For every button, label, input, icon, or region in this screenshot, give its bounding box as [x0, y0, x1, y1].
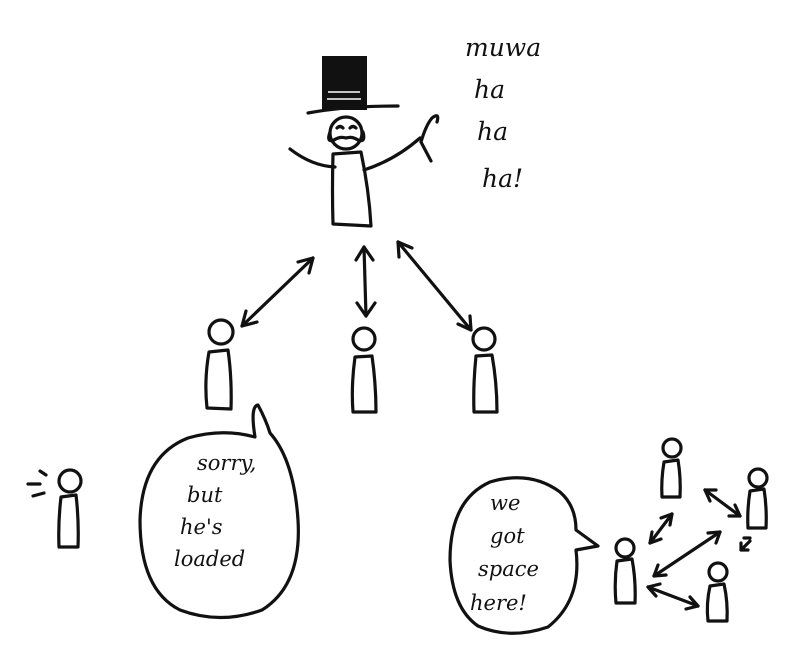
villain-left-arm	[288, 147, 337, 169]
bubble-line: space	[478, 557, 539, 581]
cluster-arrows	[646, 488, 752, 611]
villain-body	[330, 150, 373, 228]
lonely-figure	[26, 468, 83, 549]
small-arrow	[739, 536, 752, 552]
bubble-line: he's	[180, 515, 223, 539]
double-arrow	[703, 488, 742, 518]
top-hat	[306, 56, 400, 115]
person-figure	[350, 326, 378, 414]
bubble-line: but	[187, 483, 223, 507]
laugh-line: ha	[474, 75, 505, 104]
laugh-line: ha!	[482, 164, 523, 193]
bubble-line: loaded	[174, 547, 245, 571]
motion-lines	[26, 469, 48, 498]
bubble-line: we	[490, 491, 520, 515]
double-arrow	[646, 585, 700, 608]
double-arrow	[240, 256, 315, 328]
villain-right-arm	[362, 136, 422, 172]
person-figure	[204, 318, 235, 411]
person-figure	[660, 437, 683, 499]
person-figure	[705, 561, 729, 623]
double-arrow	[362, 245, 368, 318]
bubble-line: here!	[470, 591, 527, 615]
villain-arrows	[240, 240, 473, 332]
double-arrow	[396, 240, 473, 332]
laugh-text: muwa ha ha ha!	[465, 33, 541, 193]
person-figure	[746, 467, 769, 530]
person-figure	[471, 326, 499, 414]
villain-head	[327, 115, 366, 151]
double-arrow	[652, 530, 722, 578]
laugh-line: muwa	[465, 33, 541, 62]
bubble-line: got	[490, 524, 525, 548]
person-figure	[613, 537, 637, 605]
laugh-line: ha	[477, 117, 508, 146]
double-arrow	[648, 512, 674, 545]
villain-figure	[288, 56, 440, 228]
villain-mustache	[327, 130, 366, 143]
bubble-line: sorry,	[197, 451, 256, 475]
speech-bubble-left: sorry, but he's loaded	[138, 403, 300, 620]
villain-cane	[419, 114, 440, 163]
speech-bubble-right: we got space here!	[448, 476, 600, 635]
